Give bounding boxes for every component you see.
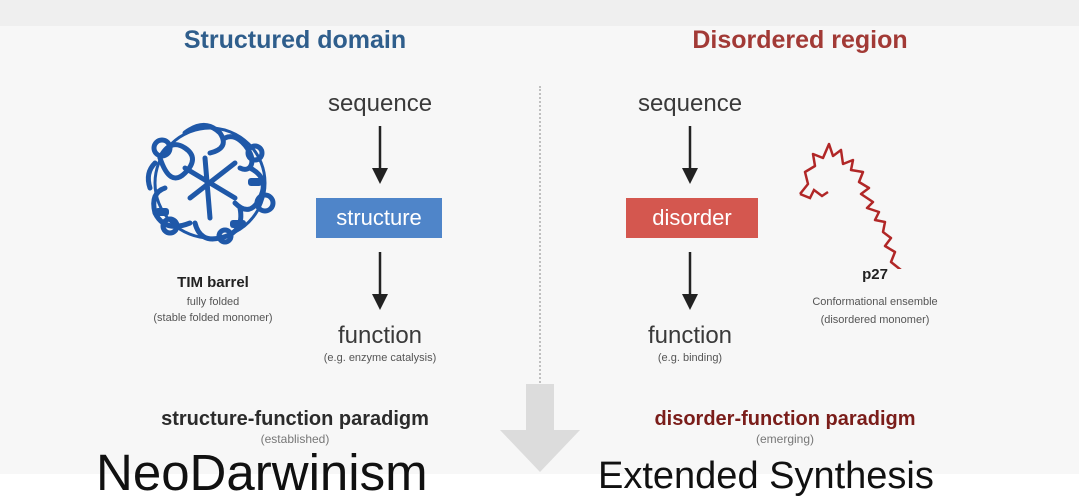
right-arrow-down-2 [682, 252, 698, 310]
p27-desc1: Conformational ensemble [812, 296, 938, 308]
tim-barrel-illustration [145, 123, 276, 245]
tim-barrel-desc1: fully folded [186, 296, 240, 308]
divider [539, 86, 541, 406]
structured-domain-heading: Structured domain [183, 26, 407, 54]
disordered-region-heading: Disordered region [692, 26, 908, 54]
extended-synthesis-caption: Extended Synthesis [598, 455, 934, 497]
right-function-note: (e.g. binding) [657, 352, 723, 364]
top-bar [0, 0, 1079, 26]
p27-illustration [799, 142, 902, 269]
left-function-label: function [337, 322, 423, 349]
emerging-label: (emerging) [755, 432, 815, 446]
disorder-box: disorder [626, 198, 758, 238]
structure-function-paradigm: structure-function paradigm [161, 408, 429, 430]
right-arrow-down-1 [682, 126, 698, 184]
established-label: (established) [260, 432, 330, 446]
down-arrow-icon [500, 384, 580, 472]
left-sequence-label: sequence [327, 90, 433, 117]
left-arrow-down-1 [372, 126, 388, 184]
structure-box: structure [316, 198, 442, 238]
left-arrow-down-2 [372, 252, 388, 310]
left-function-note: (e.g. enzyme catalysis) [323, 352, 437, 364]
right-function-label: function [647, 322, 733, 349]
right-sequence-label: sequence [637, 90, 743, 117]
bottom-bar [0, 474, 1079, 502]
p27-label: p27 [862, 266, 888, 283]
disorder-function-paradigm: disorder-function paradigm [654, 408, 916, 430]
neodarwinism-caption: NeoDarwinism [96, 444, 428, 501]
p27-desc2: (disordered monomer) [820, 314, 930, 326]
tim-barrel-label: TIM barrel [177, 274, 249, 291]
tim-barrel-desc2: (stable folded monomer) [153, 312, 273, 324]
slide: Structured domain Disordered region TIM … [0, 26, 1079, 474]
